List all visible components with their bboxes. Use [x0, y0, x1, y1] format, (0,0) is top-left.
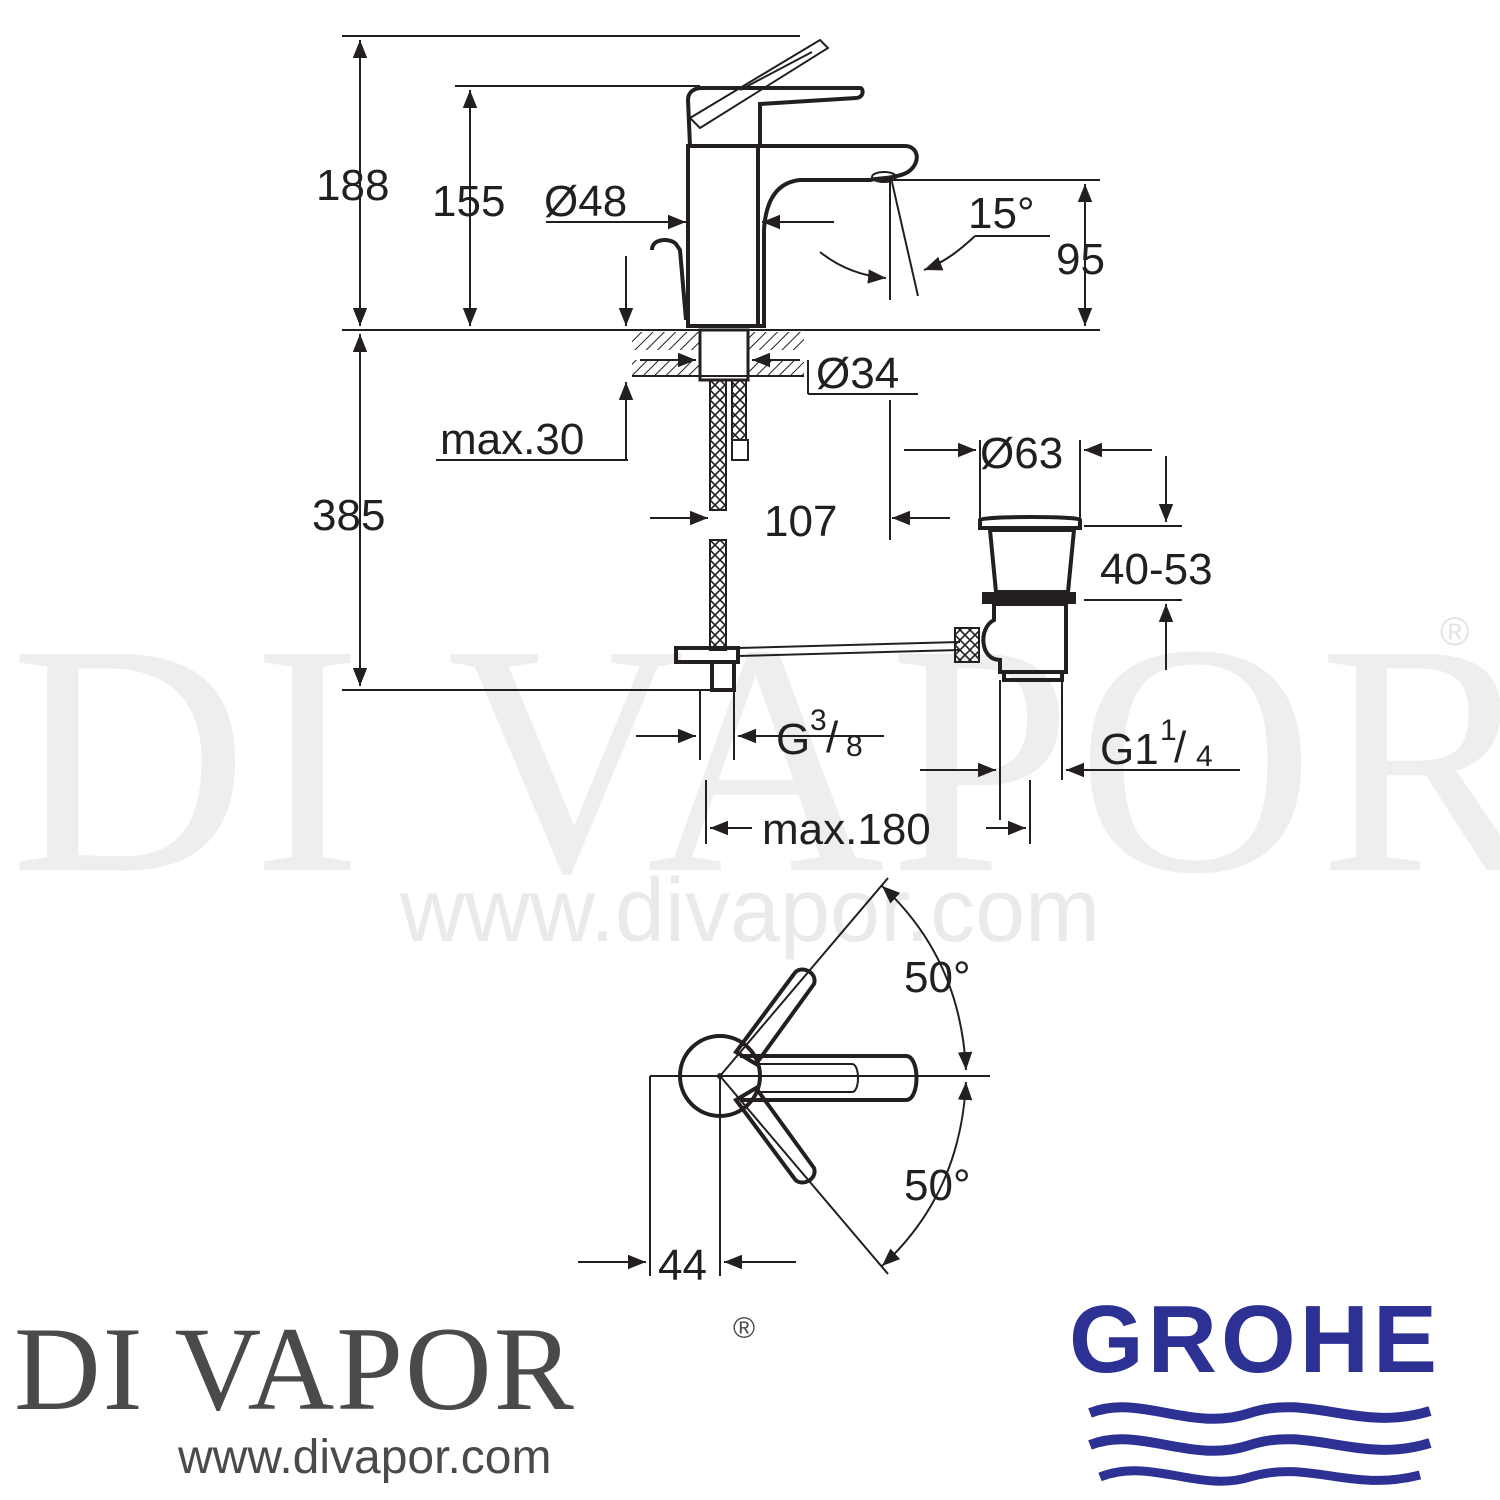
- waste-nut: [954, 627, 980, 663]
- divapor-url: www.divapor.com: [178, 1431, 552, 1484]
- top-view: [578, 877, 990, 1276]
- hose-nut: [710, 660, 736, 692]
- watermark-registered-mark: ®: [1440, 610, 1470, 654]
- flex-hose-lower: [709, 539, 727, 651]
- dim-label-95: 95: [1056, 235, 1105, 284]
- dim-label-385: 385: [312, 491, 385, 540]
- dim-label-107: 107: [764, 497, 837, 546]
- waste-body: [981, 602, 1068, 674]
- angle-arc-up: [881, 885, 973, 1071]
- centre-point: [717, 1073, 723, 1079]
- grohe-logo: GROHE: [1030, 1285, 1500, 1486]
- lever-raised-inner: [739, 51, 813, 91]
- dim-label-50-down: 50°: [904, 1161, 971, 1210]
- waste-cap: [978, 515, 1082, 530]
- flex-hose-upper-left: [709, 379, 727, 511]
- hose-connector: [731, 439, 749, 461]
- waste-outlet-ring: [1002, 670, 1064, 682]
- mounting-shank: [698, 328, 750, 382]
- dim-label-max-180: max.180: [762, 805, 931, 854]
- grohe-waves-icon: [1088, 1402, 1432, 1486]
- side-view: [342, 35, 1240, 844]
- dim-label-g38-main: G: [776, 715, 810, 764]
- dim-label-34: Ø34: [816, 349, 899, 398]
- dim-label-max-30: max.30: [440, 415, 584, 464]
- dim-label-g38-slash: /: [826, 713, 839, 762]
- dim-label-g38-denominator: 8: [846, 730, 863, 763]
- technical-drawing: 188 155 Ø48 15° 95 Ø34 max.30 385 107 Ø6…: [312, 35, 1240, 1280]
- lever-top-view-centre: [740, 1054, 919, 1102]
- tap-body-circle: [678, 1034, 762, 1118]
- dim-label-g114-main: G1: [1100, 725, 1159, 774]
- lever-top-view-up: [733, 967, 817, 1067]
- angle-arc-left: [819, 251, 887, 284]
- dim-label-44: 44: [658, 1241, 707, 1280]
- lever-angle-line-down: [719, 1075, 889, 1275]
- popup-rod: [650, 238, 688, 321]
- spout: [758, 144, 919, 328]
- waste-flange: [987, 528, 1077, 594]
- dim-label-g114-numerator: 1: [1160, 714, 1177, 747]
- dim-label-63: Ø63: [980, 429, 1063, 478]
- dim-label-g38-numerator: 3: [810, 704, 827, 737]
- tap-body: [686, 144, 760, 328]
- grohe-logo-text: GROHE: [1068, 1286, 1442, 1393]
- angle-arc-right: [923, 235, 976, 271]
- hose-fitting: [674, 646, 740, 664]
- dim-label-155: 155: [432, 177, 505, 226]
- lever-handle: [685, 86, 865, 148]
- flex-hose-upper-right: [731, 379, 747, 441]
- divapor-registered-mark: ®: [733, 1312, 756, 1345]
- outlet-angled: [891, 181, 919, 297]
- lever-top-view-down: [733, 1085, 817, 1185]
- dim-label-50-up: 50°: [904, 953, 971, 1002]
- dim-label-40-53: 40-53: [1100, 545, 1213, 594]
- waste-rod: [737, 641, 961, 649]
- lever-raised-outline: [688, 38, 830, 130]
- dim-label-g114-slash: /: [1174, 723, 1187, 772]
- lever-angle-line-up: [719, 877, 889, 1077]
- waste-locknut: [982, 592, 1076, 604]
- dim-label-15-degree: 15°: [968, 189, 1035, 238]
- waste-rod-lower: [737, 649, 961, 657]
- dim-label-g114-denominator: 4: [1196, 740, 1213, 773]
- dim-label-188: 188: [316, 161, 389, 210]
- angle-arc-down: [881, 1081, 973, 1267]
- spout-outlet: [871, 171, 897, 183]
- lever-top-view-inner: [760, 1063, 859, 1093]
- divapor-logo: DI VAPOR: [14, 1302, 576, 1435]
- dim-label-48: Ø48: [544, 177, 627, 226]
